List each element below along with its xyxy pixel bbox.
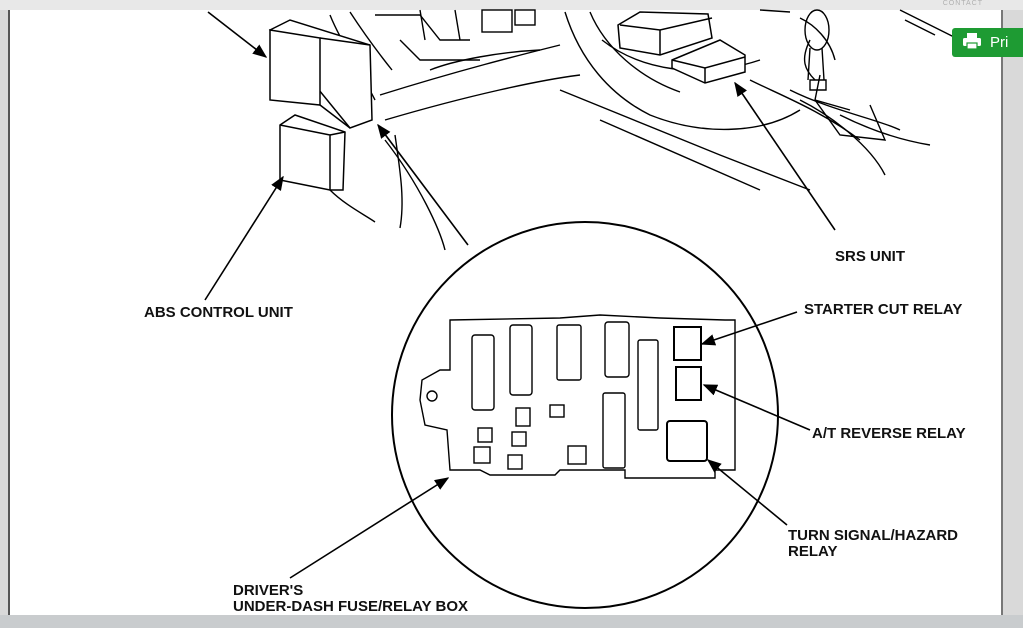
relay-module-top xyxy=(268,19,373,129)
leader-arrows xyxy=(204,11,836,579)
drivers-label-line1: DRIVER'S xyxy=(233,582,303,599)
magnifier-circle xyxy=(391,221,779,609)
print-button[interactable]: Pri xyxy=(952,28,1023,57)
drivers-label-line2: UNDER-DASH FUSE/RELAY BOX xyxy=(233,598,468,615)
starter-cut-relay-label: STARTER CUT RELAY xyxy=(804,301,962,318)
turn-signal-label-line1: TURN SIGNAL/HAZARD xyxy=(788,527,958,544)
contact-link[interactable]: CONTACT xyxy=(942,0,983,7)
abs-control-unit-label: ABS CONTROL UNIT xyxy=(144,304,293,321)
gear-selector-illustration xyxy=(804,9,830,91)
top-toolbar-strip: CONTACT xyxy=(0,0,1023,10)
fuse-relay-box xyxy=(419,314,736,479)
turn-signal-relay-slot xyxy=(666,420,708,462)
at-reverse-relay-label: A/T REVERSE RELAY xyxy=(812,425,966,442)
abs-control-unit-box xyxy=(279,114,346,191)
print-button-label: Pri xyxy=(990,34,1009,51)
bottom-scrollbar[interactable] xyxy=(0,615,1023,628)
turn-signal-label-line2: RELAY xyxy=(788,543,837,560)
srs-unit-box xyxy=(617,11,746,84)
srs-unit-label: SRS UNIT xyxy=(835,248,905,265)
at-reverse-relay-slot xyxy=(675,366,702,401)
printer-icon xyxy=(962,32,982,54)
dashboard-illustration xyxy=(329,9,961,251)
